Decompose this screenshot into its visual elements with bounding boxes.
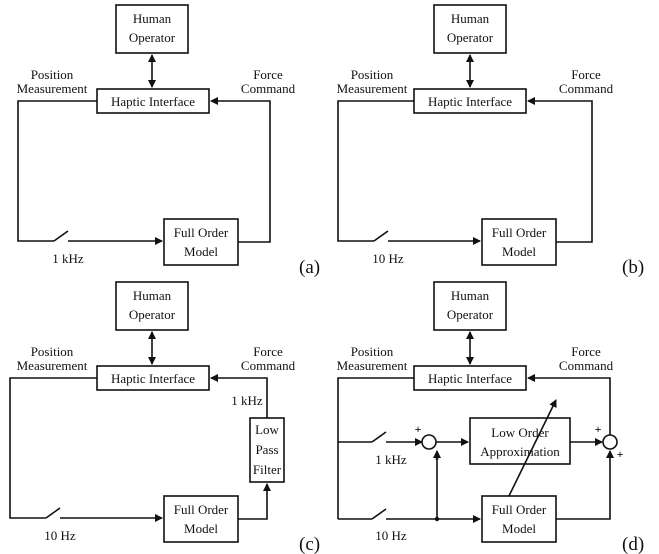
position-label-2: Measurement xyxy=(17,358,88,373)
model-label-1: Full Order xyxy=(492,502,547,517)
filter-label-3: Filter xyxy=(253,462,282,477)
haptic-interface-box xyxy=(413,365,527,391)
fast-rate-label: 1 kHz xyxy=(375,452,407,467)
human-operator-label-2: Operator xyxy=(129,30,176,45)
human-operator-label-1: Human xyxy=(133,288,172,303)
sample-rate-label: 1 kHz xyxy=(52,251,84,266)
position-wire xyxy=(9,377,97,519)
panel-b: Human Operator Haptic Interface Position… xyxy=(337,4,644,278)
human-operator-box xyxy=(115,281,189,331)
position-label-2: Measurement xyxy=(337,81,408,96)
model-label-2: Model xyxy=(184,521,218,536)
slow-sampler-switch xyxy=(371,508,387,520)
left-summing-junction xyxy=(421,434,437,450)
human-operator-box xyxy=(433,281,507,331)
sample-rate-label: 10 Hz xyxy=(44,528,76,543)
force-wire xyxy=(527,97,593,243)
slow-rate-label: 10 Hz xyxy=(375,528,407,543)
haptic-interface-label: Haptic Interface xyxy=(111,371,195,386)
full-order-model-box xyxy=(163,218,239,266)
approx-label-2: Approximation xyxy=(480,444,560,459)
force-label-2: Command xyxy=(241,358,296,373)
position-wire xyxy=(17,100,97,242)
panel-d: Human Operator Haptic Interface Position… xyxy=(337,281,644,554)
filter-label-2: Pass xyxy=(255,442,278,457)
force-label-1: Force xyxy=(253,67,283,82)
approx-label-1: Low Order xyxy=(491,425,549,440)
full-order-model-box xyxy=(163,495,239,543)
filter-rate-label: 1 kHz xyxy=(231,393,263,408)
force-label-1: Force xyxy=(571,344,601,359)
low-order-approximation-box xyxy=(469,417,571,465)
right-plus-bottom-sign: + xyxy=(617,447,624,461)
human-operator-label-2: Operator xyxy=(129,307,176,322)
sampler-switch xyxy=(373,230,389,242)
position-label-1: Position xyxy=(31,344,74,359)
model-label-1: Full Order xyxy=(492,225,547,240)
position-label-1: Position xyxy=(351,67,394,82)
sampler-switch xyxy=(45,507,61,519)
position-label-1: Position xyxy=(31,67,74,82)
panel-a: Human Operator Haptic Interface Position… xyxy=(17,4,320,278)
human-operator-label-2: Operator xyxy=(447,307,494,322)
panel-label: (d) xyxy=(622,534,644,554)
force-label-2: Command xyxy=(559,358,614,373)
human-operator-box xyxy=(115,4,189,54)
panel-c: Human Operator Haptic Interface Position… xyxy=(9,281,320,554)
position-wire xyxy=(337,100,414,242)
full-order-model-box xyxy=(481,495,557,543)
right-plus-top-sign: + xyxy=(595,422,602,436)
position-label-2: Measurement xyxy=(337,358,408,373)
fast-sampler-switch xyxy=(371,431,387,443)
model-label-1: Full Order xyxy=(174,502,229,517)
position-label-2: Measurement xyxy=(17,81,88,96)
panel-label: (a) xyxy=(299,257,320,278)
filter-to-haptic-wire xyxy=(210,374,268,418)
human-operator-box xyxy=(433,4,507,54)
haptic-interface-label: Haptic Interface xyxy=(428,371,512,386)
panel-label: (b) xyxy=(622,257,644,278)
haptic-interface-label: Haptic Interface xyxy=(111,94,195,109)
panel-label: (c) xyxy=(299,534,320,554)
sample-rate-label: 10 Hz xyxy=(372,251,404,266)
model-label-2: Model xyxy=(502,244,536,259)
force-label-1: Force xyxy=(253,344,283,359)
filter-label-1: Low xyxy=(255,422,279,437)
human-operator-label-1: Human xyxy=(133,11,172,26)
low-pass-filter-box xyxy=(249,417,285,483)
junction-dot xyxy=(434,516,440,522)
right-summing-junction xyxy=(602,434,618,450)
position-wire xyxy=(337,377,414,519)
force-label-2: Command xyxy=(241,81,296,96)
position-label-1: Position xyxy=(351,344,394,359)
sampler-switch xyxy=(53,230,69,242)
human-operator-label-2: Operator xyxy=(447,30,494,45)
left-plus-sign: + xyxy=(415,422,422,436)
human-operator-label-1: Human xyxy=(451,11,490,26)
model-label-2: Model xyxy=(184,244,218,259)
haptic-interface-box xyxy=(96,365,210,391)
force-wire xyxy=(210,97,271,243)
model-label-2: Model xyxy=(502,521,536,536)
haptic-interface-label: Haptic Interface xyxy=(428,94,512,109)
force-label-2: Command xyxy=(559,81,614,96)
human-operator-label-1: Human xyxy=(451,288,490,303)
force-label-1: Force xyxy=(571,67,601,82)
force-wire xyxy=(527,374,611,435)
model-to-filter-wire xyxy=(238,483,271,520)
adaptation-arrow xyxy=(506,399,557,501)
model-label-1: Full Order xyxy=(174,225,229,240)
model-to-sum-wire xyxy=(556,450,614,520)
